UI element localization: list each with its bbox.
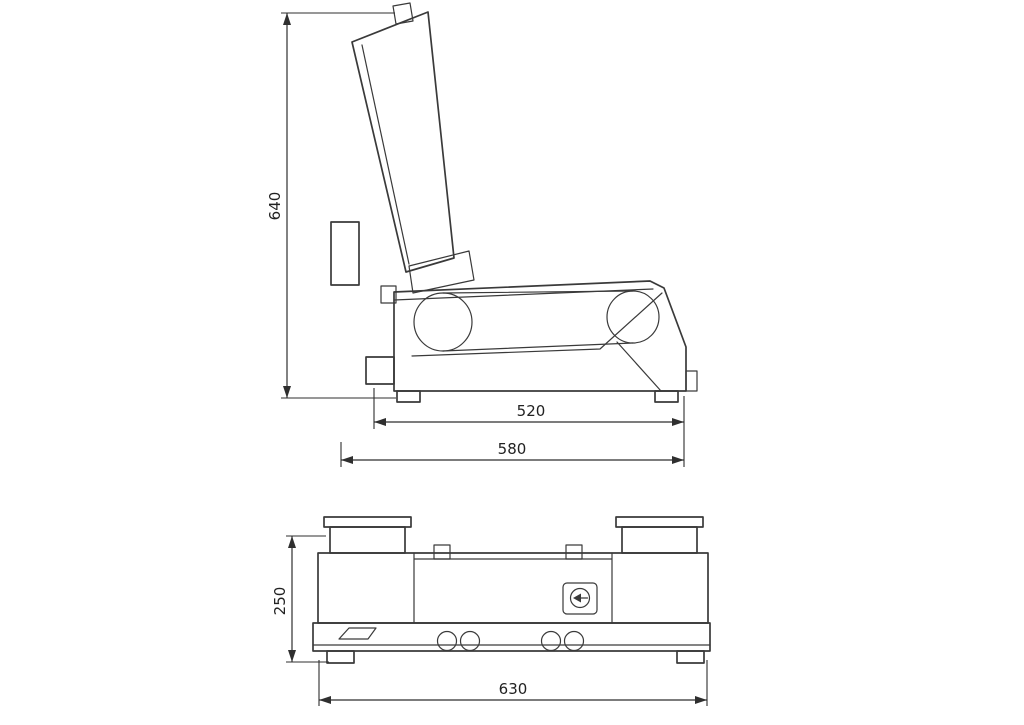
right-cylinder-rim — [615, 516, 704, 528]
roller-knob-2 — [459, 630, 481, 652]
front-plinth — [312, 622, 711, 652]
front-view-dimensions: 250 630 — [271, 535, 708, 706]
vent-wedge — [338, 627, 377, 640]
side-left-foot — [396, 390, 421, 403]
left-cylinder-rim — [323, 516, 412, 528]
left-pulley-circle — [413, 292, 473, 352]
front-panel-dividers — [413, 552, 613, 624]
rotary-switch-plate — [562, 582, 598, 615]
left-protrusion — [365, 356, 395, 385]
front-right-foot — [676, 650, 705, 664]
left-cylinder-body — [329, 526, 406, 554]
dim-520-label: 520 — [517, 402, 546, 420]
front-view — [312, 516, 711, 664]
lid-inner-edge — [361, 44, 410, 265]
lid-support-column — [330, 221, 360, 286]
belt-top-line — [442, 290, 634, 294]
front-left-foot — [326, 650, 355, 664]
panel-tab-right — [565, 544, 583, 560]
side-view-dimensions: 640 520 580 — [266, 12, 685, 467]
dim-580-label: 580 — [498, 440, 527, 458]
right-cylinder-body — [621, 526, 698, 554]
right-rear-tab — [685, 370, 698, 392]
hinge-bracket — [408, 250, 475, 294]
roller-knob-3 — [540, 630, 562, 652]
rotary-switch-arrow-icon — [573, 593, 581, 603]
lid-panel — [351, 11, 455, 273]
dim-640-label: 640 — [266, 192, 284, 221]
lid-top-tab — [392, 2, 414, 25]
hinge-block — [380, 285, 397, 304]
roller-knob-1 — [436, 630, 458, 652]
side-view — [330, 2, 698, 403]
belt-bottom-line — [442, 342, 634, 352]
dim-250-label: 250 — [271, 587, 289, 616]
base-detail-lines — [411, 292, 663, 392]
base-housing — [393, 280, 687, 392]
panel-tab-left — [433, 544, 451, 560]
dim-630-label: 630 — [499, 680, 528, 698]
front-body — [317, 552, 709, 624]
roller-knob-4 — [563, 630, 585, 652]
side-right-foot — [654, 390, 679, 403]
rotary-switch-knob — [569, 587, 591, 609]
